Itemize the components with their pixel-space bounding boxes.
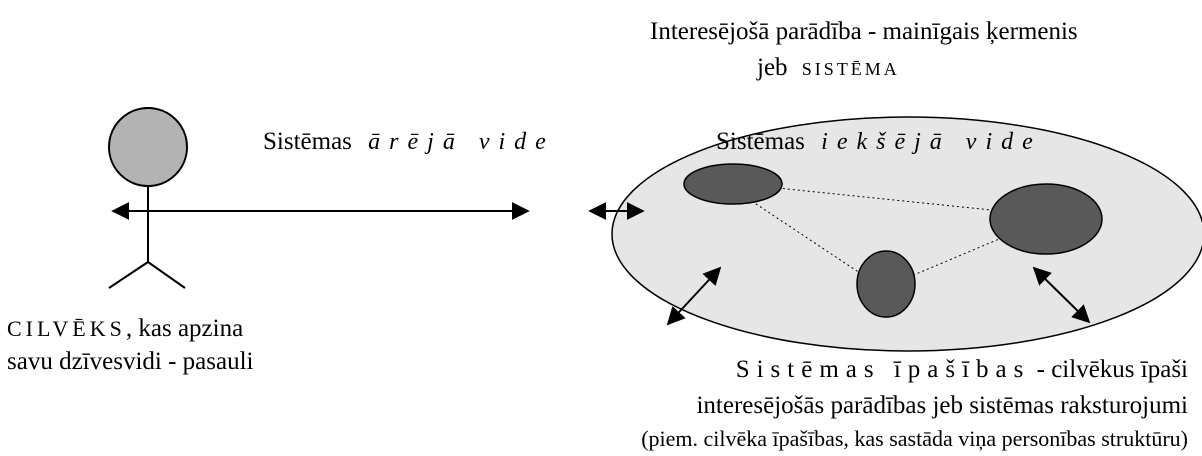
properties-spaced-label: Sistēmas īpašības xyxy=(735,356,1031,383)
person-leg xyxy=(147,261,186,289)
outer-environment-italic: ārējā vide xyxy=(368,129,555,155)
properties-caption-line2: interesējošās parādības jeb sistēmas rak… xyxy=(696,392,1188,419)
outer-environment-label: Sistēmas ārējā vide xyxy=(263,128,555,155)
system-element-node xyxy=(989,183,1103,255)
person-leg xyxy=(108,261,149,289)
inner-environment-label: Sistēmas iekšējā vide xyxy=(716,128,1042,155)
person-caption-line2: savu dzīvesvidi - pasauli xyxy=(7,348,254,375)
properties-caption-line3: (piem. cilvēka īpašības, kas sastāda viņ… xyxy=(641,426,1188,451)
system-element-node xyxy=(683,163,783,205)
system-caps-label: SISTĒMA xyxy=(801,59,900,79)
person-caps-label: CILVĒKS xyxy=(7,316,126,341)
inner-environment-italic: iekšējā vide xyxy=(821,129,1042,155)
system-title-line2: jeb SISTĒMA xyxy=(757,54,900,81)
property-arrow-right xyxy=(1032,266,1091,324)
system-title: Interesējošā parādība - mainīgais ķermen… xyxy=(650,18,1078,46)
person-figure xyxy=(108,107,188,289)
properties-caption-line1: Sistēmas īpašības - cilvēkus īpaši xyxy=(735,356,1188,383)
connection-line xyxy=(757,185,1031,215)
system-element-node xyxy=(856,250,916,318)
person-head xyxy=(108,107,188,187)
person-caption-line1: CILVĒKS, kas apzina xyxy=(7,315,244,342)
system-title-line1: Interesējošā parādība - mainīgais ķermen… xyxy=(650,18,1078,45)
connection-line xyxy=(734,189,879,286)
property-arrow-left xyxy=(666,266,722,326)
